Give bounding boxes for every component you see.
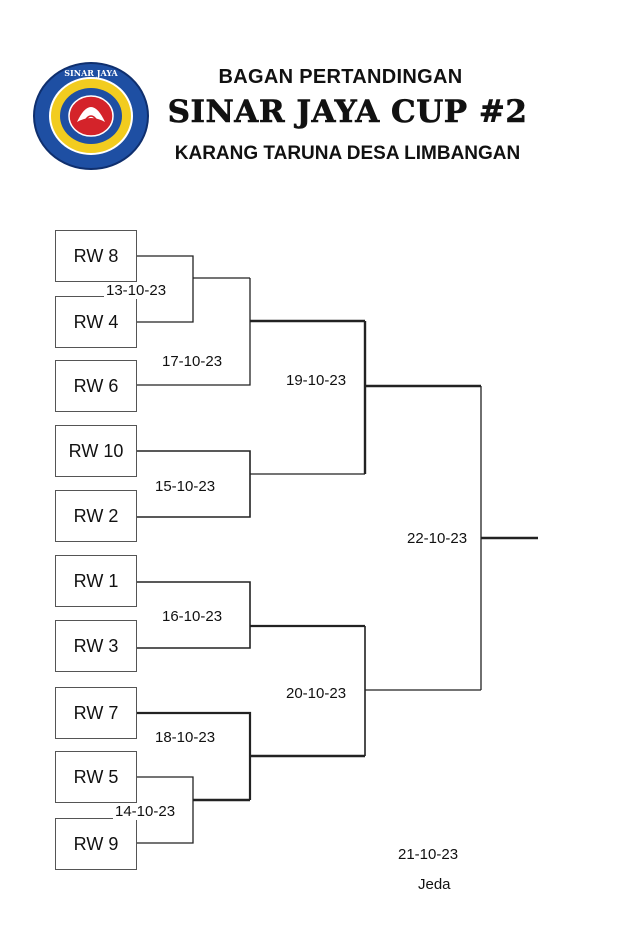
match-date-m3: 15-10-23 xyxy=(155,478,216,495)
team-box-rw5: RW 5 xyxy=(55,751,137,803)
team-box-rw6: RW 6 xyxy=(55,360,137,412)
bracket-line-m5 xyxy=(137,581,251,649)
title-line-2: SINAR JAYA CUP #2 xyxy=(167,94,528,131)
title-line-1: BAGAN PERTANDINGAN xyxy=(218,66,463,88)
team-box-rw1: RW 1 xyxy=(55,555,137,607)
bracket-line-m1 xyxy=(137,255,194,323)
match-date-m6: 18-10-23 xyxy=(155,729,216,746)
bracket-line-m6 xyxy=(137,711,252,800)
match-date-m4: 19-10-23 xyxy=(284,372,349,389)
team-box-rw7: RW 7 xyxy=(55,687,137,739)
match-date-m7: 14-10-23 xyxy=(113,803,178,820)
team-box-rw9: RW 9 xyxy=(55,818,137,870)
team-box-rw8: RW 8 xyxy=(55,230,137,282)
team-box-rw2: RW 2 xyxy=(55,490,137,542)
team-box-rw10: RW 10 xyxy=(55,425,137,477)
match-date-m2: 17-10-23 xyxy=(162,353,223,370)
match-date-final: 22-10-23 xyxy=(405,530,470,547)
logo-emblem-icon: SINAR JAYA xyxy=(33,62,149,170)
team-box-rw4: RW 4 xyxy=(55,296,137,348)
bracket-line-m7 xyxy=(137,776,194,844)
title-line-3: KARANG TARUNA DESA LIMBANGAN xyxy=(174,143,521,164)
match-date-m1: 13-10-23 xyxy=(104,282,169,299)
break-date: 21-10-23 xyxy=(398,846,459,863)
bracket-line-m3 xyxy=(137,450,251,518)
break-label: Jeda xyxy=(418,876,451,893)
match-date-m8: 20-10-23 xyxy=(284,685,349,702)
match-date-m5: 16-10-23 xyxy=(162,608,223,625)
header: SINAR JAYA BAGAN PERTANDINGAN SINAR JAYA… xyxy=(0,0,618,180)
logo-top-text: SINAR JAYA xyxy=(64,68,118,78)
team-box-rw3: RW 3 xyxy=(55,620,137,672)
bracket-line-m2 xyxy=(137,278,251,386)
